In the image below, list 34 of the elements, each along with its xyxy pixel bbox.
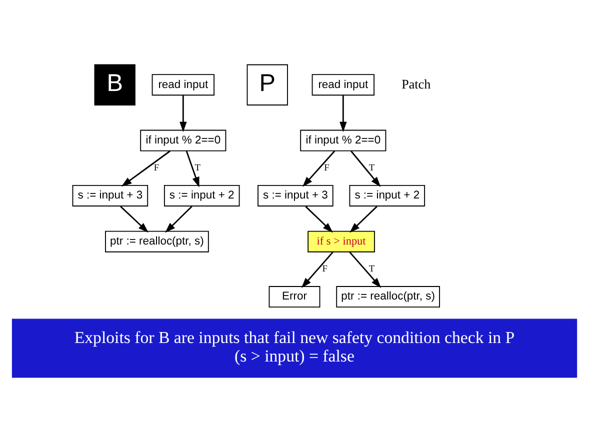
- node-box: Error: [268, 286, 320, 308]
- node-box: ptr := realloc(ptr, s): [105, 230, 209, 252]
- node-box: ptr := realloc(ptr, s): [336, 286, 440, 308]
- node-box: if s > input: [308, 230, 375, 252]
- node-box: s := input + 2: [164, 184, 240, 206]
- edge-label: T: [368, 264, 375, 275]
- node-box: if input % 2==0: [140, 130, 226, 152]
- arrow: [302, 150, 336, 187]
- node-box: s := input + 3: [72, 184, 148, 206]
- node-box: if input % 2==0: [300, 130, 386, 152]
- arrow: [121, 150, 171, 187]
- node-box: Exploits for B are inputs that fail new safety condition check in P (s > input) = false: [12, 318, 578, 378]
- node-box: P: [246, 64, 288, 106]
- arrow: [120, 206, 148, 233]
- node-box: s := input + 2: [349, 184, 426, 206]
- edge-label: F: [154, 163, 160, 174]
- arrow: [165, 206, 192, 233]
- arrow: [180, 95, 187, 132]
- edge-label: T: [194, 163, 201, 174]
- arrow: [340, 95, 347, 132]
- arrow: [350, 150, 381, 187]
- node-box: s := input + 3: [258, 184, 334, 206]
- arrow: [186, 150, 200, 188]
- edge-label: F: [322, 264, 328, 275]
- edge-label: F: [324, 163, 330, 174]
- arrow: [349, 252, 382, 288]
- arrow: [305, 206, 333, 233]
- label: Patch: [402, 76, 431, 92]
- node-box: B: [94, 64, 136, 106]
- arrow: [350, 206, 378, 233]
- arrow: [301, 252, 334, 288]
- node-box: read input: [152, 74, 214, 96]
- edge-label: T: [368, 163, 375, 174]
- node-box: read input: [312, 74, 374, 96]
